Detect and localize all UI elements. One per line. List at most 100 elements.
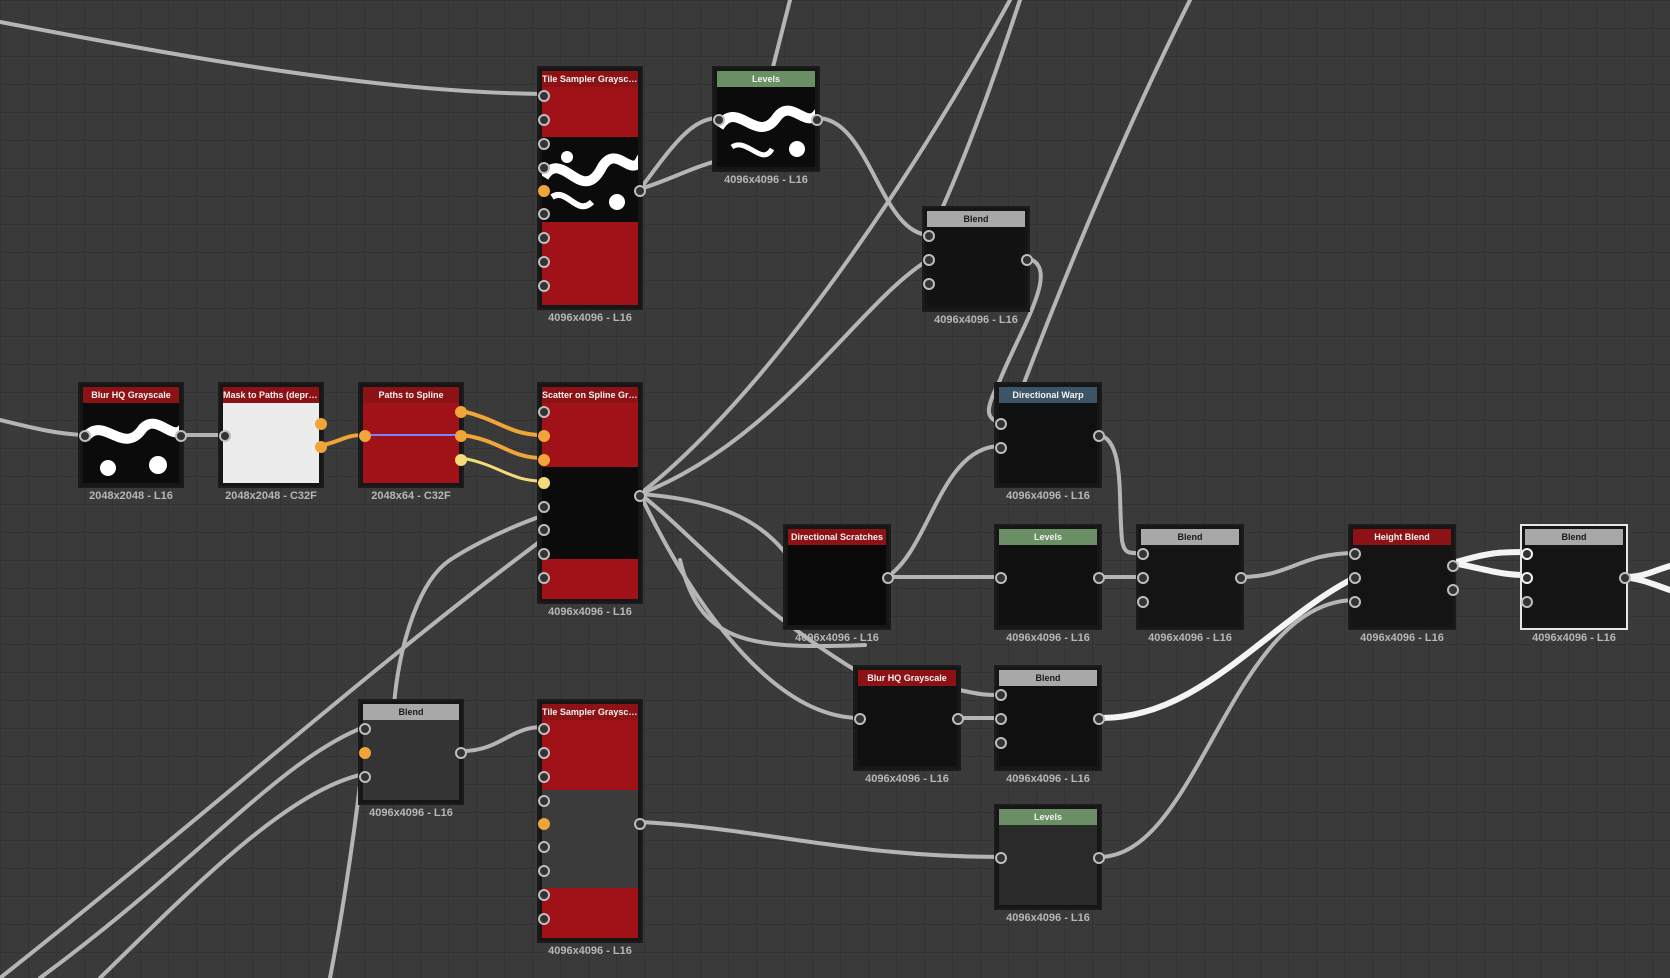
node-blur-hq-grayscale[interactable]: Blur HQ Grayscale 2048x2048 - L16 (78, 382, 187, 502)
node-blend[interactable]: Blend 4096x4096 - L16 (358, 699, 467, 819)
output-port[interactable] (1235, 572, 1247, 584)
input-port[interactable] (995, 442, 1007, 454)
node-blur-hq-grayscale[interactable]: Blur HQ Grayscale 4096x4096 - L16 (853, 665, 964, 785)
output-port[interactable] (1447, 560, 1459, 572)
input-port[interactable] (359, 430, 371, 442)
input-port[interactable] (538, 430, 550, 442)
input-port[interactable] (538, 548, 550, 560)
node-info: 4096x4096 - L16 (1532, 632, 1616, 644)
input-port[interactable] (538, 501, 550, 513)
input-port[interactable] (1137, 548, 1149, 560)
input-port[interactable] (359, 747, 371, 759)
input-port[interactable] (1137, 572, 1149, 584)
input-port[interactable] (1137, 596, 1149, 608)
input-port[interactable] (995, 572, 1007, 584)
node-height-blend[interactable]: Height Blend 4096x4096 - L16 (1348, 524, 1459, 644)
input-port[interactable] (538, 162, 550, 174)
wire (460, 725, 544, 753)
input-port[interactable] (538, 841, 550, 853)
node-directional-warp[interactable]: Directional Warp 4096x4096 - L16 (994, 382, 1105, 502)
node-tile-sampler-grayscale[interactable]: Tile Sampler Grayscale 4096x4096 - L16 (537, 699, 646, 957)
input-port[interactable] (995, 737, 1007, 749)
input-port[interactable] (538, 477, 550, 489)
input-port[interactable] (538, 572, 550, 584)
wire (1008, 0, 1192, 422)
node-levels[interactable]: Levels 4096x4096 - L16 (712, 66, 823, 186)
input-port[interactable] (995, 689, 1007, 701)
node-info: 4096x4096 - L16 (724, 174, 808, 186)
input-port[interactable] (1521, 572, 1533, 584)
input-port[interactable] (923, 278, 935, 290)
output-port[interactable] (882, 572, 894, 584)
input-port[interactable] (538, 90, 550, 102)
input-port[interactable] (538, 771, 550, 783)
input-port[interactable] (538, 280, 550, 292)
output-port[interactable] (455, 747, 467, 759)
output-port[interactable] (952, 713, 964, 725)
output-port[interactable] (315, 418, 327, 430)
node-mask-to-paths[interactable]: Mask to Paths (deprecat... 2048x2048 - C… (218, 382, 327, 502)
output-port[interactable] (455, 406, 467, 418)
output-port[interactable] (1619, 572, 1631, 584)
output-port[interactable] (1093, 713, 1105, 725)
node-tile-sampler-grayscale[interactable]: Tile Sampler Grayscale 4096x4096 - L16 (537, 66, 646, 324)
output-port[interactable] (315, 441, 327, 453)
input-port[interactable] (538, 208, 550, 220)
input-port[interactable] (854, 713, 866, 725)
node-blend[interactable]: Blend 4096x4096 - L16 (1136, 524, 1247, 644)
input-port[interactable] (538, 454, 550, 466)
input-port[interactable] (1521, 548, 1533, 560)
wire (638, 820, 1003, 859)
input-port[interactable] (538, 524, 550, 536)
output-port[interactable] (634, 818, 646, 830)
output-port[interactable] (634, 185, 646, 197)
node-levels[interactable]: Levels 4096x4096 - L16 (994, 524, 1105, 644)
node-paths-to-spline[interactable]: Paths to Spline 2048x64 - C32F (358, 382, 467, 502)
input-port[interactable] (359, 723, 371, 735)
output-port[interactable] (811, 114, 823, 126)
input-port[interactable] (538, 913, 550, 925)
node-blend[interactable]: Blend 4096x4096 - L16 (922, 206, 1033, 326)
output-port[interactable] (1093, 430, 1105, 442)
node-directional-scratches[interactable]: Directional Scratches 4096x4096 - L16 (783, 524, 894, 644)
input-port[interactable] (538, 256, 550, 268)
input-port[interactable] (1349, 572, 1361, 584)
output-port[interactable] (455, 430, 467, 442)
input-port[interactable] (995, 852, 1007, 864)
input-port[interactable] (923, 254, 935, 266)
input-port[interactable] (538, 747, 550, 759)
input-port[interactable] (538, 406, 550, 418)
output-port[interactable] (1093, 852, 1105, 864)
input-port[interactable] (923, 230, 935, 242)
wire (1097, 433, 1146, 556)
output-port[interactable] (634, 490, 646, 502)
node-blend-selected[interactable]: Blend 4096x4096 - L16 (1520, 524, 1631, 644)
wire (1097, 598, 1358, 859)
input-port[interactable] (995, 713, 1007, 725)
input-port[interactable] (219, 430, 231, 442)
input-port[interactable] (79, 430, 91, 442)
output-port[interactable] (455, 454, 467, 466)
input-port[interactable] (538, 185, 550, 197)
output-port[interactable] (175, 430, 187, 442)
input-port[interactable] (538, 138, 550, 150)
node-blend[interactable]: Blend 4096x4096 - L16 (994, 665, 1105, 785)
input-port[interactable] (538, 865, 550, 877)
input-port[interactable] (995, 418, 1007, 430)
input-port[interactable] (538, 723, 550, 735)
output-port[interactable] (1021, 254, 1033, 266)
input-port[interactable] (538, 818, 550, 830)
input-port[interactable] (538, 114, 550, 126)
input-port[interactable] (1349, 596, 1361, 608)
output-port[interactable] (1093, 572, 1105, 584)
input-port[interactable] (1349, 548, 1361, 560)
node-scatter-on-spline[interactable]: Scatter on Spline Graysc... 4096x4096 - … (537, 382, 646, 618)
input-port[interactable] (359, 771, 371, 783)
input-port[interactable] (713, 114, 725, 126)
input-port[interactable] (1521, 596, 1533, 608)
node-levels[interactable]: Levels 4096x4096 - L16 (994, 804, 1105, 924)
input-port[interactable] (538, 795, 550, 807)
input-port[interactable] (538, 889, 550, 901)
output-port[interactable] (1447, 584, 1459, 596)
input-port[interactable] (538, 232, 550, 244)
